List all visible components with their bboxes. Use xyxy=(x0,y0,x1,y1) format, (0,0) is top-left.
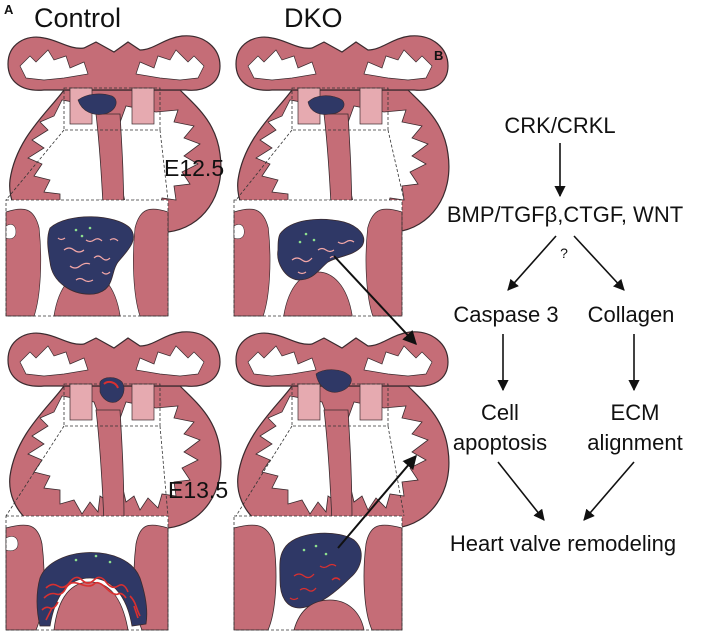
arrow-signals-collagen xyxy=(573,235,625,291)
panel-a-label: A xyxy=(4,2,14,17)
arrow-alignment-remodeling xyxy=(583,461,635,521)
node-collagen: Collagen xyxy=(588,302,675,327)
heart-control-e13-5 xyxy=(7,331,222,541)
arrow-signals-caspase xyxy=(507,235,557,291)
arrow-apoptosis-remodeling xyxy=(497,461,545,521)
link-arrow-e12-5 xyxy=(333,255,417,346)
node-caspase-3: Caspase 3 xyxy=(453,302,558,327)
node-ecm: ECM xyxy=(611,400,660,425)
zoom-projection-e13-5 xyxy=(5,425,405,517)
column-header-control: Control xyxy=(34,3,121,33)
node-signals: BMP/TGFβ,CTGF, WNT xyxy=(447,202,683,227)
question-mark: ? xyxy=(560,245,568,261)
node-cell: Cell xyxy=(481,400,519,425)
zoom-control-e12-5 xyxy=(5,199,169,317)
heart-dko-e13-5 xyxy=(235,331,450,541)
zoom-control-e13-5 xyxy=(5,515,169,631)
heart-dko-e12-5 xyxy=(235,35,450,245)
node-alignment: alignment xyxy=(587,430,682,455)
column-header-dko: DKO xyxy=(284,3,343,33)
heart-control-e12-5 xyxy=(7,35,222,245)
stage-label-e12-5: E12.5 xyxy=(164,155,224,181)
link-arrow-e13-5 xyxy=(337,454,417,549)
panel-b-label: B xyxy=(434,48,443,63)
zoom-dko-e13-5 xyxy=(233,515,403,631)
node-apoptosis: apoptosis xyxy=(453,430,547,455)
node-crk: CRK/CRKL xyxy=(504,113,615,138)
zoom-projection-e12-5 xyxy=(5,129,405,201)
stage-label-e13-5: E13.5 xyxy=(168,477,228,503)
node-heart-valve-remodeling: Heart valve remodeling xyxy=(450,531,676,556)
zoom-dko-e12-5 xyxy=(233,199,403,317)
